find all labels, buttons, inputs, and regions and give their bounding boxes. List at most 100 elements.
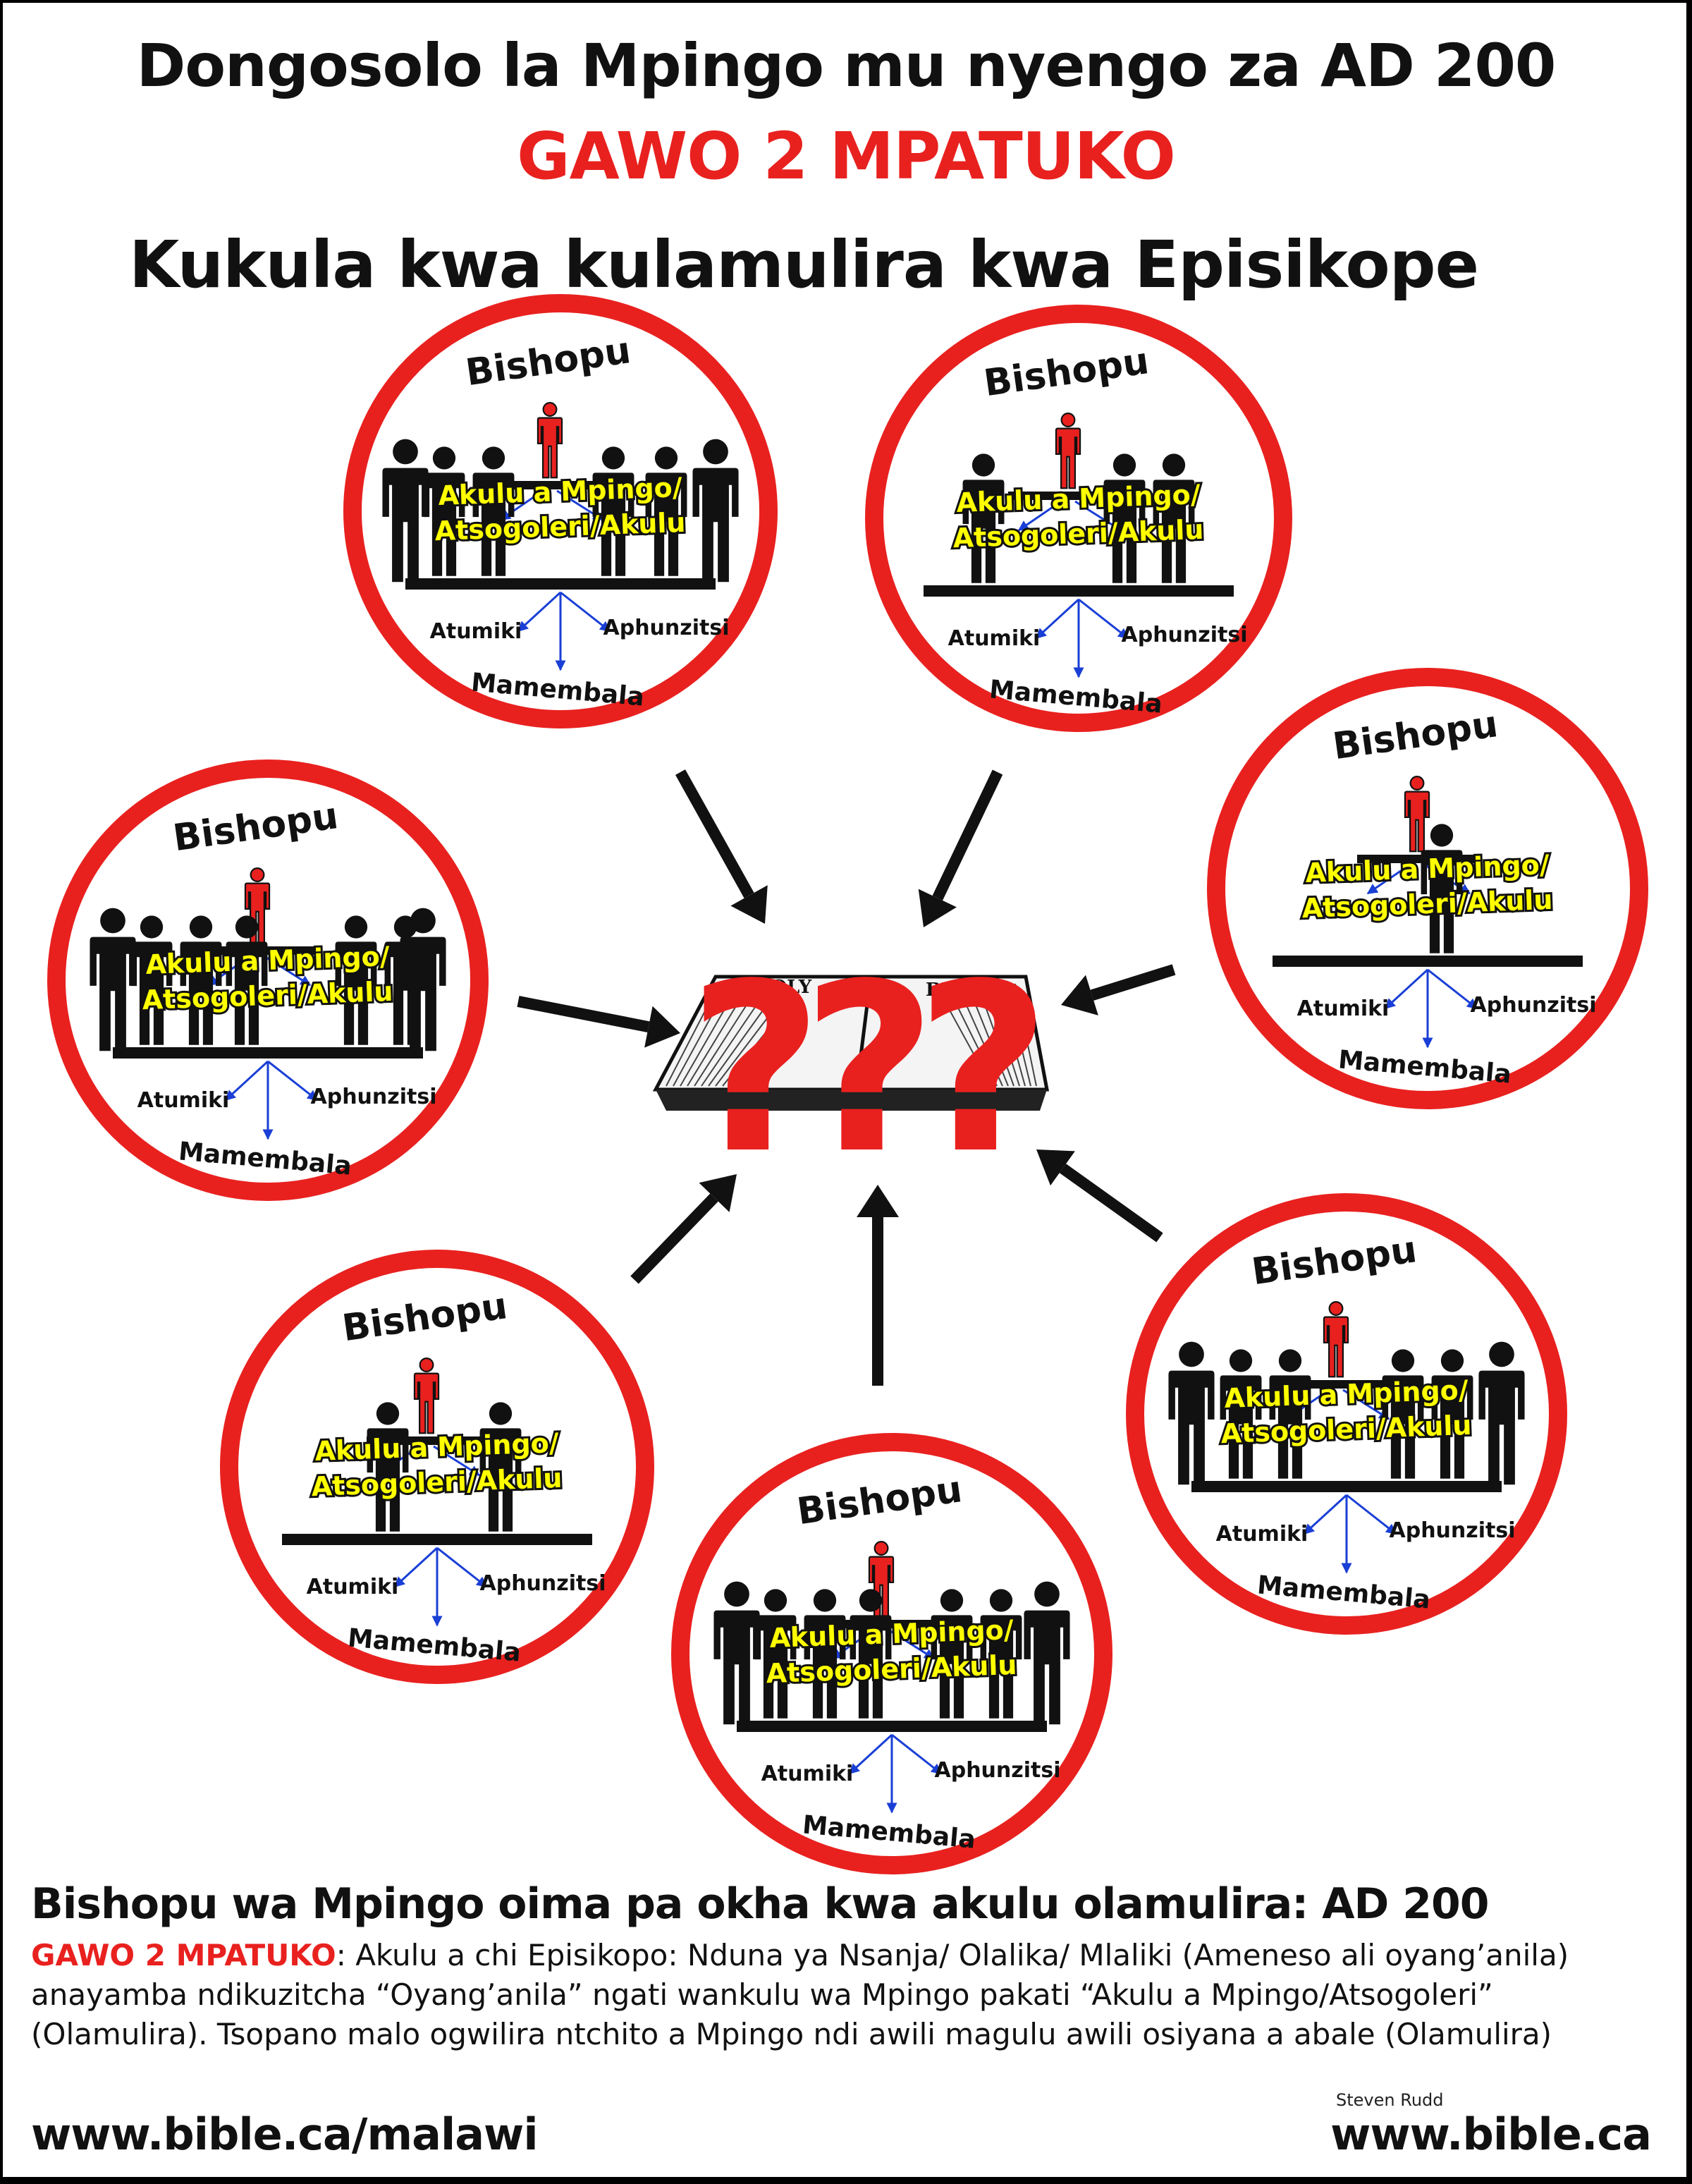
black-arrow-line [1090,964,1176,1001]
blue-arrow [1303,1494,1348,1535]
black-arrow-head [644,1006,680,1048]
bible-page-line [955,1003,998,1087]
website-link-malawi[interactable]: www.bible.ca/malawi [31,2109,539,2160]
bible-page-line [687,992,745,1087]
blue-arrow [1384,968,1429,1010]
bible-label-holy: HOLY [754,977,812,998]
elders-table [924,585,1234,597]
bible-page-line [998,989,1026,1087]
blue-arrow [393,1547,439,1588]
blue-arrow [560,591,611,633]
elders-table [1273,956,1583,967]
red-ring [47,759,489,1201]
black-arrow-head [1061,975,1098,1015]
teachers-label: Aphunzitsi [1471,993,1597,1018]
blue-arrow [1078,598,1129,640]
page-subtitle: GAWO 2 MPATUKO [517,118,1176,194]
deacons-label: Atumiki [1297,996,1390,1021]
red-ring [343,294,778,728]
bible-label-bible: BIBLE [926,980,992,1001]
caption-body: GAWO 2 MPATUKO: Akulu a chi Episikopo: N… [31,1936,1667,2054]
bible-page-line [666,983,720,1087]
elders-table [282,1534,592,1545]
bible-page-line [964,1000,1003,1087]
bible-page-line [972,997,1009,1087]
black-arrow-line [1059,1164,1163,1243]
teachers-label: Aphunzitsi [480,1571,606,1596]
blue-arrow [436,1547,488,1588]
arrows-to-bible [517,769,1176,1386]
elders-table [1191,1481,1502,1492]
blue-arrow [1342,1389,1390,1420]
bible-spine [854,976,873,1090]
blue-arrow [1427,968,1478,1010]
bishop-bar [490,481,610,489]
deacons-label: Atumiki [948,626,1041,651]
question-marks: ??? [688,934,1036,1204]
blue-arrow [1035,598,1080,640]
blue-arrow [224,1060,269,1102]
bible-page-line [673,986,728,1087]
bible-book-edge [656,1090,1047,1111]
red-ring [671,1433,1112,1874]
teachers-label: Aphunzitsi [935,1758,1061,1783]
bible-page-line [947,1006,992,1087]
blue-arrow [267,1060,319,1102]
caption-text: : Akulu a chi Episikopo: Nduna ya Nsanja… [31,1938,1569,2051]
bible-page-line [722,1006,787,1087]
bishop-bar [1008,492,1128,500]
blue-arrow [888,1628,936,1660]
bible-page-line [680,989,737,1087]
bible-page-line [715,1003,779,1087]
black-arrow-line [630,1193,718,1284]
black-arrow-head [699,1174,737,1212]
deacons-label: Atumiki [761,1762,854,1786]
page-title: Dongosolo la Mpingo mu nyengo za AD 200 [136,31,1557,100]
bible-illustration: HOLY BIBLE??? [652,934,1057,1204]
blue-arrow [264,955,312,987]
blue-arrow [1366,863,1411,895]
bible-page-line [694,994,754,1087]
bible-page-line [989,992,1020,1087]
deacons-label: Atumiki [307,1575,399,1599]
elders-table [737,1721,1047,1732]
blue-arrow [1017,500,1062,532]
elders-table [405,578,716,590]
website-link[interactable]: www.bible.ca [1330,2109,1652,2160]
deacons-label: Atumiki [137,1088,230,1113]
red-ring [1126,1193,1567,1635]
caption-title: Bishopu wa Mpingo oima pa okha kwa akulu… [31,1879,1489,1929]
deacons-label: Atumiki [1216,1522,1308,1547]
blue-arrow [848,1733,893,1775]
black-arrow-head [857,1185,899,1217]
black-arrow-line [932,769,1003,901]
black-arrow-line [517,996,650,1033]
red-ring [220,1250,654,1684]
black-arrow-line [675,769,754,898]
red-ring [1207,668,1648,1109]
black-arrow-head [918,889,957,927]
bible-page-line [1014,983,1037,1087]
blue-arrow [517,591,562,633]
deacons-label: Atumiki [430,619,522,644]
blue-arrow [891,1733,943,1775]
teachers-label: Aphunzitsi [1122,623,1248,647]
teachers-label: Aphunzitsi [1390,1518,1516,1543]
teachers-label: Aphunzitsi [311,1085,437,1109]
teachers-label: Aphunzitsi [603,616,730,640]
blue-arrow [433,1445,481,1477]
bible-page-line [708,1000,771,1087]
author-credit: Steven Rudd [1336,2090,1444,2110]
black-arrow-head [730,885,768,924]
page-heading: Kukula kwa kulamulira kwa Episikope [129,227,1479,303]
bible-page-line [981,994,1014,1087]
